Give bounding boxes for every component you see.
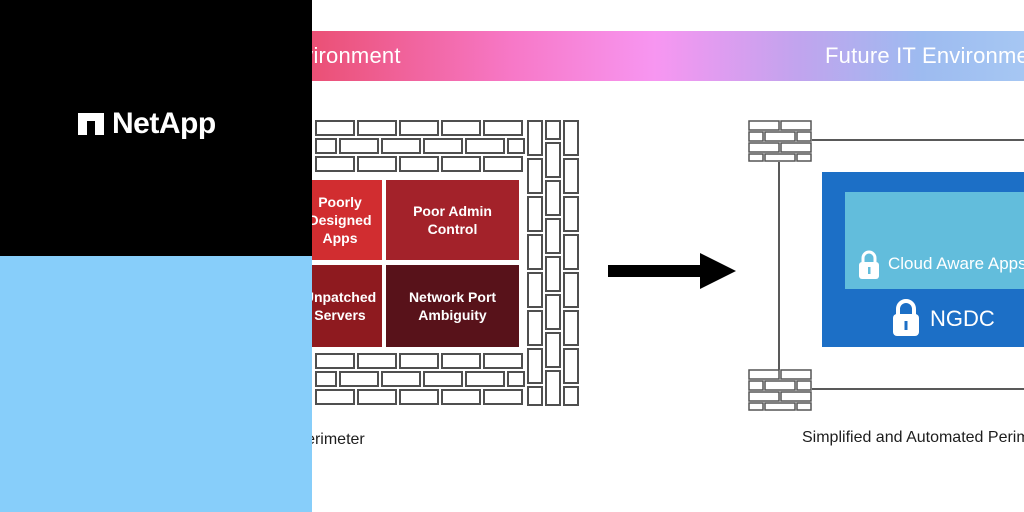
risk-box-poor-admin-control: Poor Admin Control xyxy=(386,180,519,260)
risk-box-label: Network Port Ambiguity xyxy=(408,289,497,323)
risk-box-poorly-designed-apps: Poorly Designed Apps xyxy=(298,180,382,260)
risk-box-label: Unpatched Servers xyxy=(303,289,377,323)
brand-panel-bottom xyxy=(0,256,312,512)
banner-future-title: Future IT Environment xyxy=(825,43,1024,68)
future-perimeter-caption: Simplified and Automated Perimeter xyxy=(802,429,1024,446)
risk-box-label: Poor Admin Control xyxy=(413,203,492,237)
firewall-top-icon xyxy=(748,120,812,162)
brand-panel-top: NetApp xyxy=(0,0,312,256)
logo-text: NetApp xyxy=(112,107,216,140)
netapp-logo-icon xyxy=(78,113,104,135)
risk-box-network-port-ambiguity: Network Port Ambiguity xyxy=(386,265,519,347)
ngdc-label: NGDC xyxy=(930,306,995,331)
cloud-aware-apps-label: Cloud Aware Apps xyxy=(888,254,1024,273)
risk-box-label: Poorly Designed Apps xyxy=(308,194,372,246)
right-arrow-icon xyxy=(608,253,736,289)
firewall-bottom-icon xyxy=(748,369,812,411)
netapp-logo: NetApp xyxy=(78,107,216,141)
padlock-icon xyxy=(893,299,919,336)
padlock-icon xyxy=(859,250,879,279)
risk-box-unpatched-servers: Unpatched Servers xyxy=(298,265,382,347)
